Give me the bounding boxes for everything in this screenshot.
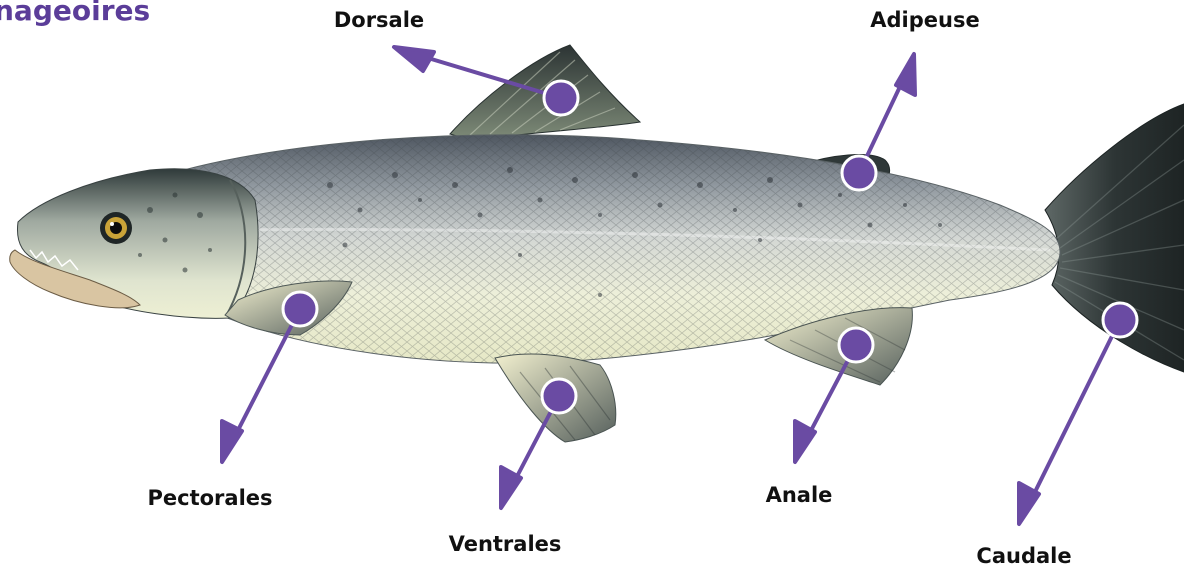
label-caudale: Caudale [976, 544, 1071, 568]
label-ventrales: Ventrales [449, 532, 562, 556]
arrow-caudale [1019, 303, 1137, 524]
label-pectorales: Pectorales [147, 486, 272, 510]
label-anale: Anale [766, 483, 833, 507]
diagram-title: nageoires [0, 0, 150, 27]
label-adipeuse: Adipeuse [870, 8, 979, 32]
label-dorsale: Dorsale [334, 8, 424, 32]
